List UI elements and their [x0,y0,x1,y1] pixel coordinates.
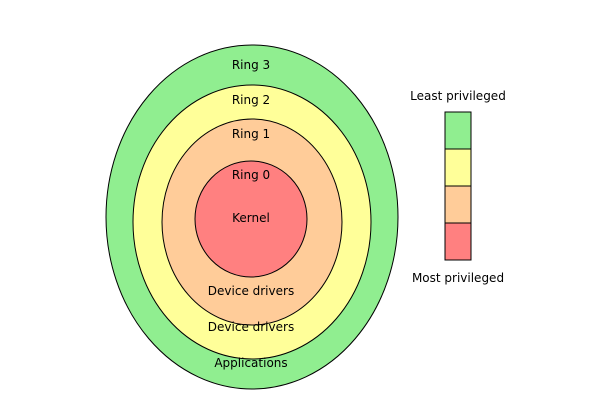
legend-swatch-least [444,111,472,150]
ring-3-label: Ring 3 [232,58,270,72]
legend-swatch-high [444,185,472,224]
ring-0-label: Ring 0 [232,168,270,182]
applications-label: Applications [214,356,287,370]
ring-1-label: Ring 1 [232,127,270,141]
legend-swatch-low [444,148,472,187]
kernel-label: Kernel [232,211,270,225]
ring-2-content-label: Device drivers [208,320,294,334]
ring-0-ellipse [194,160,308,278]
legend-top-label: Least privileged [410,89,506,103]
ring-1-content-label: Device drivers [208,284,294,298]
legend-bottom-label: Most privileged [412,271,504,285]
legend-swatch-most [444,222,472,261]
ring-2-label: Ring 2 [232,93,270,107]
